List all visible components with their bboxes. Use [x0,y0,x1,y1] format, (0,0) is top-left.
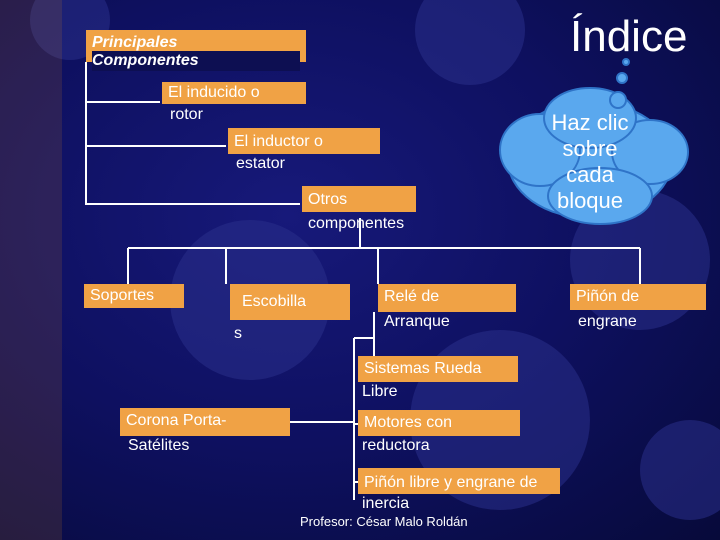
motores-line2: reductora [362,437,430,454]
page-title: Índice [570,12,688,61]
footer-author: Profesor: César Malo Roldán [300,514,468,529]
principales-componentes-box[interactable]: Principales Componentes [86,30,306,71]
pinon-engrane-line1: Piñón de [576,288,640,305]
pinon-engrane-line2: engrane [578,313,637,330]
cloud-line-3: cada [566,162,614,187]
soportes-label: Soportes [90,287,155,304]
pinon-libre-line1: Piñón libre y engrane de [364,474,538,491]
cloud-hint: Haz clic sobre cada bloque [520,110,660,214]
principales-line1: Principales [92,34,178,51]
rele-line2: Arranque [384,313,450,330]
escobillas-box[interactable]: Escobilla [230,284,350,320]
soportes-box[interactable]: Soportes [84,284,184,308]
sistemas-line2: Libre [362,383,398,400]
inducido-line1: El inducido o [168,84,260,101]
otros-box[interactable]: Otros [302,186,416,212]
sistemas-box[interactable]: Sistemas Rueda [358,356,518,382]
escobillas-line1: Escobilla [242,293,307,310]
otros-line1: Otros [308,191,348,208]
corona-line2: Satélites [128,437,190,454]
corona-line1: Corona Porta- [126,412,227,429]
cloud-line-4: bloque [556,188,624,213]
pinon-libre-line2: inercia [362,495,410,512]
sistemas-line1: Sistemas Rueda [364,360,482,377]
pinon-libre-box[interactable]: Piñón libre y engrane de [358,468,560,494]
inducido-box[interactable]: El inducido o [162,82,306,104]
principales-line2: Componentes [92,51,300,71]
inductor-line1: El inductor o [234,133,323,150]
rele-box[interactable]: Relé de [378,284,516,312]
inductor-line2: estator [236,155,285,172]
rele-line1: Relé de [384,288,440,305]
cloud-line-2: sobre [562,136,618,161]
corona-box[interactable]: Corona Porta- [120,408,290,436]
inductor-box[interactable]: El inductor o [228,128,380,154]
escobillas-line2: s [234,325,242,342]
pinon-engrane-box[interactable]: Piñón de [570,284,706,310]
inducido-line2: rotor [170,106,203,123]
motores-line1: Motores con [364,414,453,431]
motores-box[interactable]: Motores con [358,410,520,436]
otros-line2: componentes [308,215,405,232]
cloud-line-1: Haz clic [551,110,629,135]
